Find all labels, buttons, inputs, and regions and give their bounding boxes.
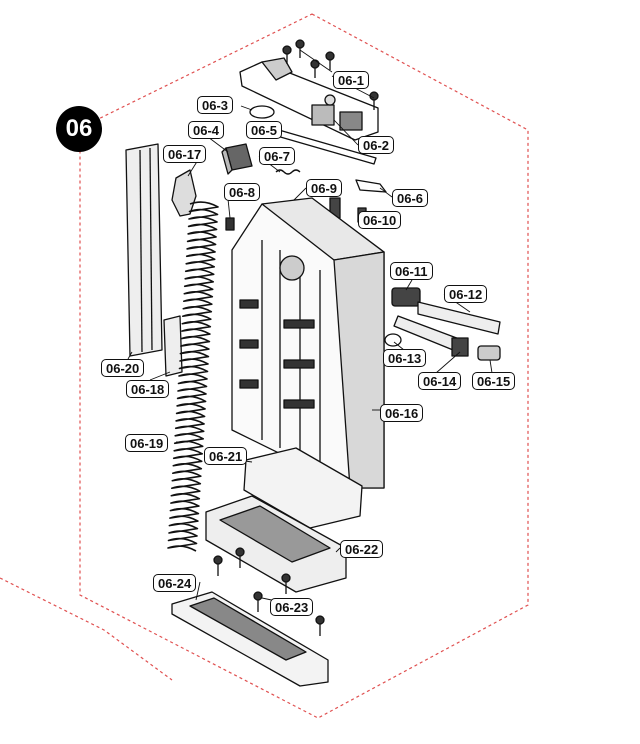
part-label-06-12: 06-12 [444,285,488,303]
spring-06-7 [275,169,301,175]
part-label-06-13: 06-13 [383,349,427,367]
part-label-06-20: 06-20 [101,359,145,377]
lever-06-12 [417,301,501,335]
part-label-06-3: 06-3 [197,96,234,114]
part-label-06-5: 06-5 [246,121,283,139]
base-plate-06-22 [205,495,347,593]
o-ring-06-3 [249,105,275,119]
part-label-06-2: 06-2 [358,136,395,154]
part-label-06-10: 06-10 [358,211,402,229]
follower-06-17 [171,169,197,217]
magazine-body-06-16 [231,197,385,489]
part-label-06-16: 06-16 [380,404,424,422]
part-label-06-1: 06-1 [333,71,370,89]
part-label-06-19: 06-19 [125,434,169,452]
part-label-06-21: 06-21 [204,447,248,465]
side-rail-06-20 [125,143,163,357]
part-label-06-22: 06-22 [340,540,384,558]
valve-06-11 [391,287,421,307]
part-label-06-9: 06-9 [306,179,343,197]
pin-06-8 [225,217,235,231]
part-label-06-8: 06-8 [224,183,261,201]
gasket-06-21 [243,447,363,529]
rod-06-18 [163,315,183,377]
tube-06-14 [393,315,469,357]
base-pad-06-24 [171,591,329,687]
o-ring-06-13 [384,333,402,347]
part-label-06-15: 06-15 [472,372,516,390]
lever-06-6 [355,179,387,193]
screws-06-23 [213,547,325,636]
part-label-06-11: 06-11 [390,262,433,280]
part-label-06-18: 06-18 [126,380,170,398]
nozzle-06-15 [477,345,501,361]
part-label-06-6: 06-6 [392,189,429,207]
part-label-06-24: 06-24 [153,574,197,592]
valve-block-06-4 [221,143,253,175]
magazine-lip-assembly [239,57,379,141]
part-label-06-4: 06-4 [188,121,225,139]
part-label-06-7: 06-7 [259,147,296,165]
main-spring-06-19 [167,201,219,552]
part-label-06-17: 06-17 [163,145,207,163]
section-badge: 06 [56,106,102,152]
part-label-06-14: 06-14 [418,372,462,390]
part-label-06-23: 06-23 [270,598,314,616]
